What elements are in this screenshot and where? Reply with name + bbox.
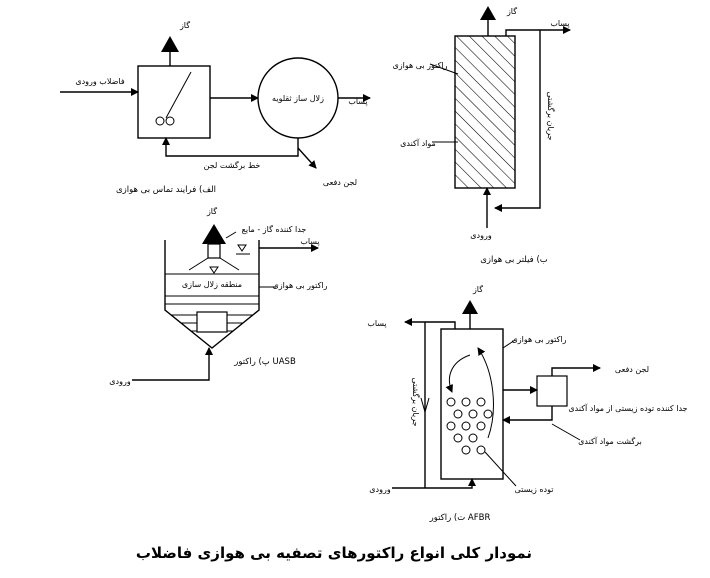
panel-b-caption: ب) فیلتر بی هوازی <box>480 255 548 265</box>
settling-zone-label: منطقه زلال سازی <box>182 280 242 289</box>
gas-label: گاز <box>179 20 190 30</box>
panel-d-caption: ت) راکتور AFBR <box>429 513 491 523</box>
reactor-label: راکتور بی هوازی <box>273 281 328 290</box>
water-level-icon <box>237 244 247 252</box>
effluent-label: پساب <box>367 319 386 328</box>
clarifier-label: زلال ساز ثقلویه <box>272 94 324 103</box>
distributor-box <box>196 311 228 333</box>
panel-anaerobic-filter: گاز پساب جریان برگشتی راکتور بی هوازی مو… <box>393 6 571 265</box>
media-label: مواد آکندی <box>400 138 436 148</box>
biomass-separator-box <box>536 375 568 407</box>
recirculation-down-arrow-icon <box>420 397 430 414</box>
flow-arrow-left-icon <box>445 354 471 393</box>
influent-label: ورودی <box>369 485 391 494</box>
effluent-line <box>505 26 571 36</box>
panel-afbr: گاز پساب جریان برگشتی ورودی راکتور بی هو… <box>367 284 687 523</box>
influent-label: ورودی <box>109 377 131 386</box>
separator-label: جدا کننده توده زیستی از مواد آکندی <box>568 403 687 413</box>
waste-sludge-label: لجن دفعی <box>323 178 357 187</box>
separator-stem <box>207 243 221 259</box>
gas-liquid-separator-icon <box>202 224 226 244</box>
effluent-line <box>404 318 456 329</box>
separator-pointer <box>225 231 237 239</box>
gas-label: گاز <box>472 284 483 294</box>
separator-left-baffle <box>188 257 209 271</box>
sludge-return-label: خط برگشت لجن <box>204 160 261 170</box>
recirculation-line <box>494 30 541 212</box>
biomass-particles <box>446 397 493 455</box>
gas-up-arrow-icon <box>480 6 496 20</box>
media-return-label: برگشت مواد آکندی <box>578 436 642 446</box>
reactor-pointer <box>429 63 459 75</box>
mixer-impeller-icon <box>165 116 175 126</box>
recirculation-label: جریان برگشتی <box>411 377 421 426</box>
figure-title: نمودار کلی انواع راکتورهای تصفیه بی هواز… <box>136 544 532 562</box>
gas-up-arrow-icon <box>161 36 179 52</box>
water-level-icon <box>209 266 219 274</box>
reactor-pointer <box>502 339 516 349</box>
mixer-impeller-icon <box>155 116 165 126</box>
panel-c-caption: پ) راکتور UASB <box>233 357 296 367</box>
biomass-label: توده زیستی <box>515 485 554 494</box>
influent-line <box>392 478 476 489</box>
contact-reactor-tank <box>137 65 211 139</box>
waste-sludge-line <box>551 364 601 376</box>
effluent-label: پساب <box>348 97 367 106</box>
effluent-label: پساب <box>550 19 569 28</box>
mixer-shaft <box>165 71 192 119</box>
gas-up-arrow-icon <box>462 300 478 314</box>
effluent-label: پساب <box>300 237 319 246</box>
panel-uasb: گاز جدا کننده گاز - مایع پساب منطقه زلال… <box>109 206 327 386</box>
separator-label: جدا کننده گاز - مایع <box>242 224 307 234</box>
sludge-return-line <box>162 137 299 157</box>
panel-contact-process: گاز فاضلاب ورودی زلال ساز ثقلویه پساب خط… <box>60 20 371 195</box>
influent-label: ورودی <box>470 231 492 240</box>
reactor-label: راکتور بی هوازی <box>393 61 448 70</box>
separator-right-baffle <box>219 257 240 271</box>
waste-sludge-line <box>297 147 317 169</box>
gas-label: گاز <box>206 206 217 216</box>
influent-line <box>132 347 213 381</box>
flow-arrow-right-icon <box>477 347 494 439</box>
biomass-pointer <box>484 451 517 487</box>
reactor-label: راکتور بی هوازی <box>512 335 567 344</box>
media-return-pointer <box>551 423 581 441</box>
filter-media-hatch <box>454 35 516 189</box>
gas-label: گاز <box>506 6 517 16</box>
influent-label: فاضلاب ورودی <box>75 77 124 86</box>
recirculation-label: جریان برگشتی <box>546 91 556 140</box>
panel-a-caption: الف) فرایند تماس بی هوازی <box>116 185 216 195</box>
media-return-line <box>502 406 553 424</box>
waste-sludge-label: لجن دفعی <box>615 365 649 374</box>
